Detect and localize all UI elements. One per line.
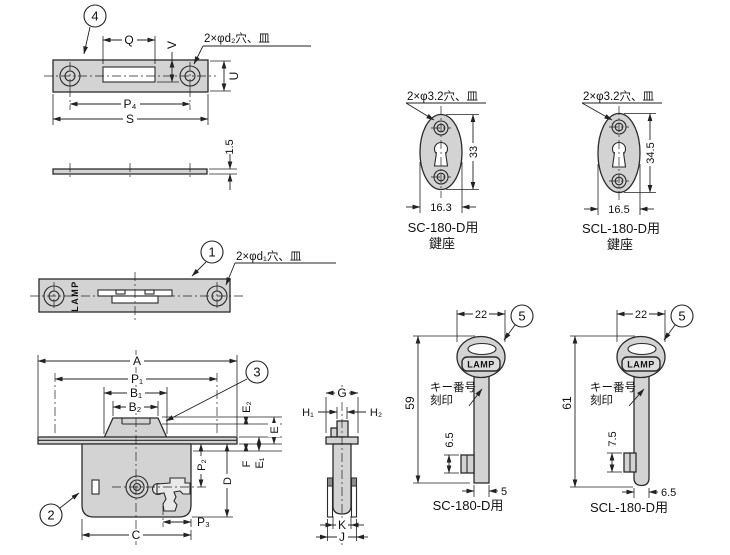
- key-scl-brand-text: LAMP: [627, 360, 655, 370]
- key-sc-engrave-line2: 刻印: [430, 393, 453, 407]
- dim-label-e1: E₁: [254, 457, 266, 468]
- dim-label-esc-sc-width: 16.3: [430, 202, 451, 214]
- key-scl-engrave-line2: 刻印: [590, 393, 613, 407]
- dim-label-esc-scl-height: 34.5: [645, 142, 657, 163]
- dim-label-d: D: [222, 477, 234, 485]
- dim-label-key-sc-bit-height: 6.5: [444, 432, 456, 447]
- callout-4-number: 4: [91, 9, 98, 24]
- dim-label-e: E: [269, 426, 281, 433]
- dim-label-key-sc-bit-width: 5: [501, 486, 507, 498]
- key-sc-engrave-line1: キー番号: [430, 381, 476, 394]
- dim-label-esc-scl-width: 16.5: [608, 204, 629, 216]
- dim-label-key-sc-width: 22: [475, 309, 487, 321]
- strike-plate-hole-note: 2×φd₂穴、皿: [204, 31, 270, 45]
- dim-label-s: S: [126, 112, 134, 126]
- key-scl-name: SCL-180-D用: [590, 500, 668, 515]
- key-scl-engrave-line1: キー番号: [590, 381, 636, 394]
- dim-label-q: Q: [124, 33, 133, 47]
- dim-label-key-scl-width: 22: [635, 309, 647, 321]
- callout-5-balloon-sc: [510, 304, 534, 328]
- dim-label-e2: E₂: [241, 401, 253, 413]
- esc-sc-sub: 鍵座: [429, 236, 455, 251]
- callout-3-balloon: [245, 360, 269, 384]
- latch-plate-hole-note: 2×φd₁穴、皿: [236, 249, 302, 263]
- callout-2-balloon: [39, 503, 63, 527]
- callout-4-balloon: [83, 4, 107, 28]
- escutcheon-sc-view: 33 16.3 2×φ3.2穴、皿 SC-180-D用 鍵座: [405, 89, 486, 251]
- dim-label-c: C: [132, 528, 141, 542]
- esc-scl-hole-note: 2×φ3.2穴、皿: [583, 89, 655, 103]
- dim-label-key-sc-length: 59: [403, 396, 417, 410]
- dim-label-g: G: [337, 386, 346, 400]
- key-sc-view: LAMP 22 5 59 6.5 5 キー番号 刻印 SC-180-D用: [403, 304, 534, 513]
- callout-3-number: 3: [253, 365, 260, 380]
- dim-label-p2: P₂: [196, 459, 208, 471]
- key-sc-brand-text: LAMP: [467, 360, 495, 370]
- esc-scl-sub: 鍵座: [607, 237, 633, 252]
- callout-2-number: 2: [47, 508, 54, 523]
- dim-label-k: K: [338, 518, 346, 532]
- dim-label-key-scl-bit-width: 6.5: [661, 487, 676, 499]
- dim-label-p1: P₁: [131, 372, 143, 386]
- dim-label-key-scl-bit-height: 7.5: [607, 431, 619, 446]
- esc-scl-name: SCL-180-D用: [582, 221, 660, 236]
- dim-label-h2: H₂: [370, 407, 382, 419]
- latch-plate-view: LAMP 1 2×φd₁穴、皿: [30, 240, 336, 320]
- strike-plate-side-view: 1.5: [52, 139, 237, 190]
- lock-lever-shape: [156, 477, 191, 512]
- dim-label-p4: P₄: [124, 97, 137, 111]
- dim-label-a: A: [133, 354, 141, 368]
- callout-1-balloon: [200, 240, 224, 264]
- dim-label-b1: B₁: [130, 386, 142, 400]
- lock-side-view: G H₁ H₂ K J: [302, 385, 382, 545]
- escutcheon-scl-view: 34.5 16.5 2×φ3.2穴、皿 SCL-180-D用 鍵座: [581, 89, 662, 252]
- dim-label-j: J: [339, 530, 345, 544]
- callout-1-number: 1: [208, 245, 215, 260]
- key-sc-name: SC-180-D用: [433, 498, 504, 513]
- dim-label-b2: B₂: [129, 400, 142, 414]
- latch-plate-brand-text: LAMP: [70, 280, 80, 312]
- dim-label-esc-sc-height: 33: [468, 146, 480, 158]
- strike-plate-view: Q V U P₄ S 4 2×φd₂穴、皿: [44, 4, 311, 126]
- esc-sc-hole-note: 2×φ3.2穴、皿: [407, 89, 479, 103]
- dim-label-h1: H₁: [302, 407, 314, 419]
- dim-label-f: F: [241, 460, 253, 467]
- esc-sc-name: SC-180-D用: [408, 220, 479, 235]
- dim-label-u: U: [227, 72, 241, 81]
- callout-5-number-sc: 5: [518, 309, 525, 324]
- dim-label-p3: P₃: [197, 515, 210, 529]
- dim-label-key-scl-length: 61: [560, 396, 574, 410]
- dim-label-thickness: 1.5: [224, 139, 236, 154]
- lock-body-view: A P₁ B₁ B₂ E₂ E E₁ F P₂: [37, 350, 282, 545]
- key-scl-view: LAMP 22 5 61 7.5 6.5 キー番号 刻印 SCL-180-D用: [560, 304, 694, 515]
- callout-5-balloon-scl: [670, 304, 694, 328]
- dim-label-v: V: [165, 41, 179, 49]
- callout-5-number-scl: 5: [678, 309, 685, 324]
